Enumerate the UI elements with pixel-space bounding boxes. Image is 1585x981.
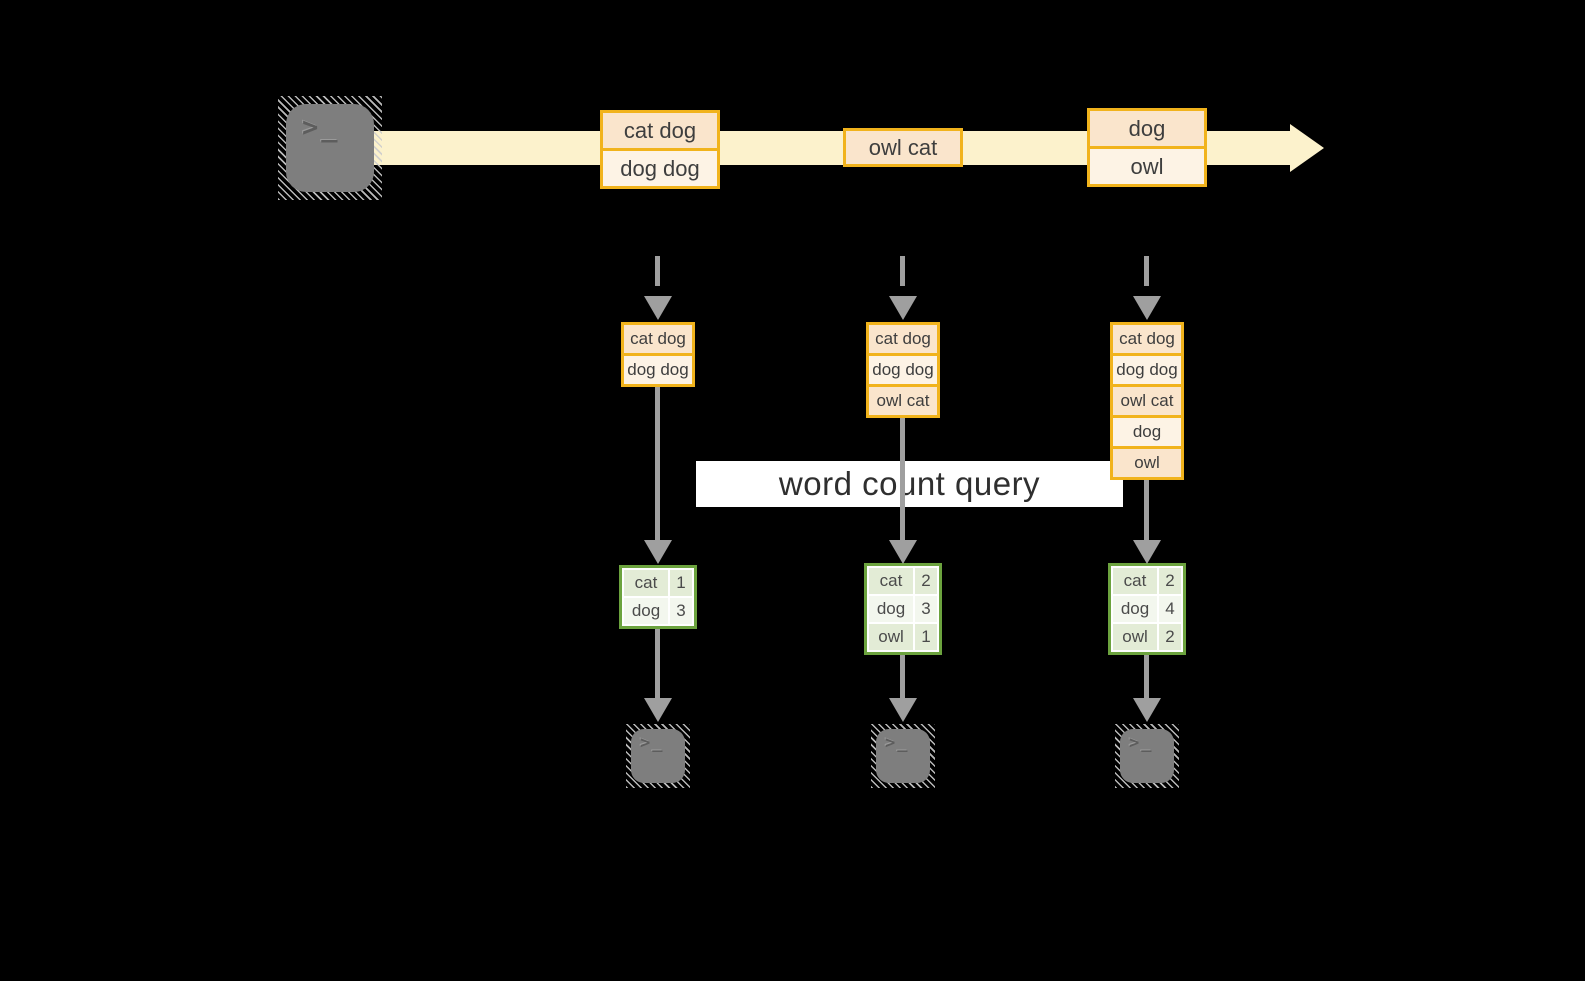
count-value: 2 — [915, 568, 937, 594]
count-value: 3 — [915, 596, 937, 622]
sink-arrow-icon — [655, 629, 660, 698]
query-label-band: word count query — [696, 461, 1123, 507]
count-word: dog — [1113, 596, 1157, 622]
terminal-screen: >_ — [1120, 729, 1174, 783]
sink-arrowhead-icon — [1133, 698, 1161, 722]
batch-item: dog — [1090, 111, 1204, 146]
count-value: 1 — [670, 570, 692, 596]
count-word: cat — [624, 570, 668, 596]
count-value: 2 — [1159, 624, 1181, 650]
count-table-1: cat 1 dog 3 — [619, 565, 697, 629]
dashed-arrow-icon — [655, 256, 660, 286]
connector-arrow-icon — [655, 387, 660, 540]
batch-box-3: dog owl — [1087, 108, 1207, 187]
source-terminal-icon: >_ — [278, 96, 382, 200]
batch-box-1: cat dog dog dog — [600, 110, 720, 189]
sink-arrow-icon — [900, 655, 905, 698]
sink-terminal-icon: >_ — [626, 724, 690, 788]
terminal-prompt-icon: >_ — [640, 733, 665, 753]
count-word: cat — [1113, 568, 1157, 594]
terminal-prompt-icon: >_ — [885, 733, 910, 753]
terminal-prompt-icon: >_ — [1129, 733, 1154, 753]
count-word: dog — [869, 596, 913, 622]
state-item: dog — [1113, 415, 1181, 446]
sink-terminal-icon: >_ — [871, 724, 935, 788]
count-word: cat — [869, 568, 913, 594]
state-item: cat dog — [869, 325, 937, 353]
batch-item: owl cat — [846, 131, 960, 164]
state-item: dog dog — [1113, 353, 1181, 384]
terminal-screen: >_ — [631, 729, 685, 783]
state-box-2: cat dog dog dog owl cat — [866, 322, 940, 418]
state-box-1: cat dog dog dog — [621, 322, 695, 387]
count-value: 1 — [915, 624, 937, 650]
terminal-screen: >_ — [286, 104, 374, 192]
state-item: owl cat — [1113, 384, 1181, 415]
state-item: dog dog — [624, 353, 692, 384]
batch-item: dog dog — [603, 148, 717, 186]
state-item: owl cat — [869, 384, 937, 415]
terminal-prompt-icon: >_ — [302, 112, 341, 143]
batch-box-2: owl cat — [843, 128, 963, 167]
count-word: owl — [1113, 624, 1157, 650]
count-word: dog — [624, 598, 668, 624]
query-label: word count query — [778, 465, 1041, 502]
sink-arrowhead-icon — [644, 698, 672, 722]
batch-item: cat dog — [603, 113, 717, 148]
state-item: owl — [1113, 446, 1181, 477]
stream-timeline-arrowhead-icon — [1290, 124, 1324, 172]
count-word: owl — [869, 624, 913, 650]
state-item: cat dog — [1113, 325, 1181, 353]
dashed-arrowhead-icon — [889, 296, 917, 320]
dashed-arrow-icon — [1144, 256, 1149, 286]
count-value: 2 — [1159, 568, 1181, 594]
state-item: dog dog — [869, 353, 937, 384]
terminal-screen: >_ — [876, 729, 930, 783]
sink-arrow-icon — [1144, 655, 1149, 698]
count-value: 3 — [670, 598, 692, 624]
dashed-arrow-icon — [900, 256, 905, 286]
dashed-arrowhead-icon — [1133, 296, 1161, 320]
batch-item: owl — [1090, 146, 1204, 184]
connector-arrowhead-icon — [644, 540, 672, 564]
dashed-arrowhead-icon — [644, 296, 672, 320]
connector-arrowhead-icon — [1133, 540, 1161, 564]
count-table-2: cat 2 dog 3 owl 1 — [864, 563, 942, 655]
connector-arrow-icon — [900, 418, 905, 540]
state-box-3: cat dog dog dog owl cat dog owl — [1110, 322, 1184, 480]
count-value: 4 — [1159, 596, 1181, 622]
sink-terminal-icon: >_ — [1115, 724, 1179, 788]
sink-arrowhead-icon — [889, 698, 917, 722]
state-item: cat dog — [624, 325, 692, 353]
count-table-3: cat 2 dog 4 owl 2 — [1108, 563, 1186, 655]
connector-arrow-icon — [1144, 480, 1149, 540]
connector-arrowhead-icon — [889, 540, 917, 564]
